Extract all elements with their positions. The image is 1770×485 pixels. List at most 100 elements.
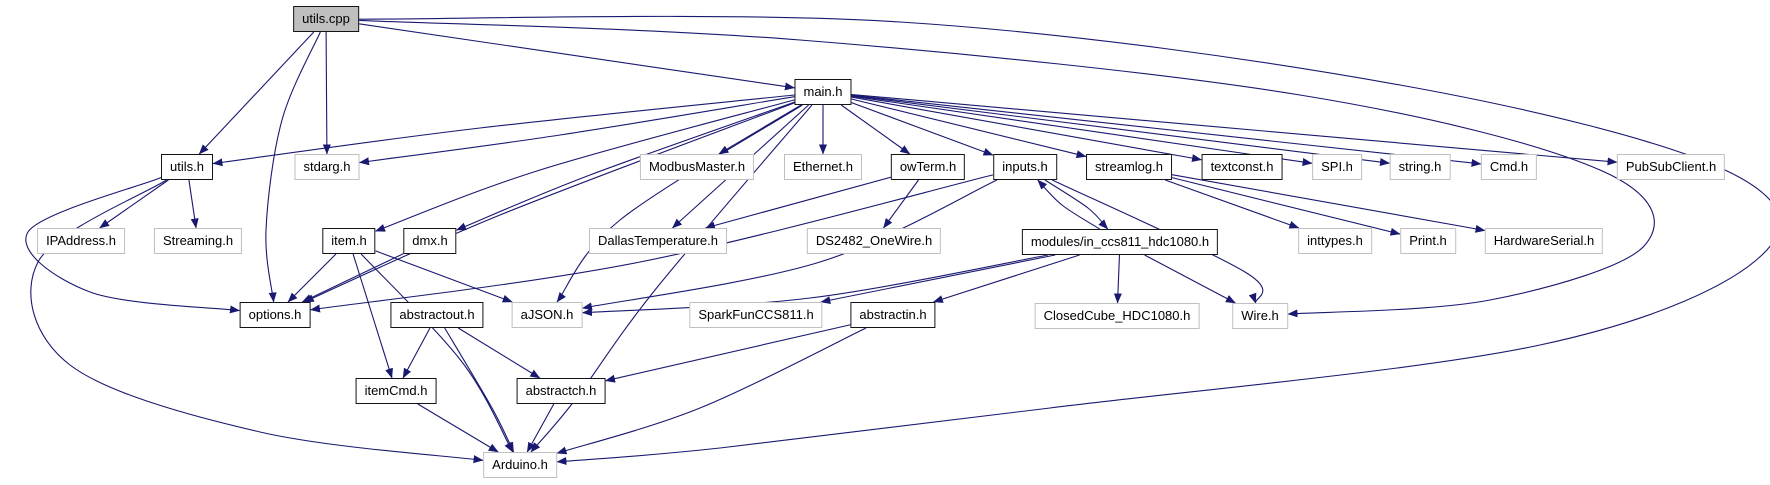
node-pubsubclient_h: PubSubClient.h	[1616, 154, 1726, 180]
node-abstractch_h[interactable]: abstractch.h	[516, 378, 606, 404]
edge-abstractin_h-to-arduino_h	[556, 327, 867, 455]
node-label: aJSON.h	[520, 307, 574, 322]
node-label: textconst.h	[1210, 159, 1274, 174]
edge-abstractout_h-to-arduino_h	[444, 327, 515, 453]
edge-utils_h-to-streaming_h	[188, 179, 199, 229]
node-label: utils.h	[170, 159, 204, 174]
node-ipaddress_h: IPAddress.h	[37, 228, 125, 254]
edge-main_h-to-spi_h	[851, 95, 1313, 166]
node-label: owTerm.h	[899, 159, 957, 174]
edge-main_h-to-ajson_h	[556, 104, 803, 303]
node-abstractin_h[interactable]: abstractin.h	[850, 302, 936, 328]
node-label: Streaming.h	[162, 233, 234, 248]
node-main_h[interactable]: main.h	[794, 79, 852, 105]
edge-inputs_h-to-ajson_h	[582, 179, 998, 311]
edge-main_h-to-item_h	[375, 99, 795, 232]
node-streaming_h: Streaming.h	[153, 228, 243, 254]
edge-main_h-to-streamlog_h	[851, 98, 1087, 159]
edge-main_h-to-cmd_h	[851, 94, 1482, 167]
edge-owterm_h-to-ds2482_onewire_h	[883, 179, 919, 229]
edge-utils_cpp-to-options_h	[265, 31, 321, 303]
node-stdarg_h: stdarg.h	[294, 154, 360, 180]
node-label: SparkFunCCS811.h	[698, 307, 814, 322]
node-label: Cmd.h	[1489, 159, 1529, 174]
edge-itemcmd_h-to-arduino_h	[417, 403, 499, 453]
node-label: options.h	[248, 307, 302, 322]
edge-streamlog_h-to-print_h	[1171, 177, 1401, 236]
node-label: abstractch.h	[525, 383, 597, 398]
node-label: Arduino.h	[492, 457, 548, 472]
node-label: Wire.h	[1241, 308, 1279, 323]
edge-main_h-to-utils_h	[212, 94, 795, 167]
edge-main_h-to-dmx_h	[456, 101, 795, 231]
node-label: Ethernet.h	[793, 159, 853, 174]
node-label: abstractin.h	[859, 307, 927, 322]
node-dallastemperature_h: DallasTemperature.h	[589, 228, 727, 254]
edge-streamlog_h-to-hardwareserial_h	[1171, 174, 1486, 233]
node-inputs_h[interactable]: inputs.h	[993, 154, 1057, 180]
node-string_h: string.h	[1389, 154, 1451, 180]
node-cmd_h: Cmd.h	[1480, 154, 1538, 180]
node-label: item.h	[331, 233, 367, 248]
edge-inputs_h-to-modules_h	[1044, 179, 1109, 230]
node-wire_h: Wire.h	[1232, 303, 1288, 329]
node-streamlog_h[interactable]: streamlog.h	[1086, 154, 1172, 180]
node-label: HardwareSerial.h	[1493, 233, 1595, 248]
node-label: DS2482_OneWire.h	[815, 233, 933, 248]
node-label: utils.cpp	[302, 11, 350, 26]
node-dmx_h[interactable]: dmx.h	[403, 228, 457, 254]
node-ethernet_h: Ethernet.h	[784, 154, 862, 180]
edge-item_h-to-ajson_h	[375, 250, 513, 303]
edge-main_h-to-modbusmaster_h	[718, 104, 802, 155]
edge-abstractout_h-to-abstractch_h	[457, 327, 541, 379]
node-hardwareserial_h: HardwareSerial.h	[1484, 228, 1604, 254]
edge-modules_h-to-sparkfunccs811_h	[820, 254, 1056, 305]
edge-owterm_h-to-dallastemperature_h	[704, 176, 892, 230]
node-label: modules/in_ccs811_hdc1080.h	[1030, 234, 1210, 249]
node-label: DallasTemperature.h	[598, 233, 718, 248]
node-textconst_h[interactable]: textconst.h	[1201, 154, 1283, 180]
node-label: string.h	[1398, 159, 1442, 174]
edge-modules_h-to-abstractin_h	[932, 254, 1080, 303]
node-utils_cpp[interactable]: utils.cpp	[293, 6, 359, 32]
node-ajson_h: aJSON.h	[511, 302, 583, 328]
edge-item_h-to-options_h	[287, 253, 337, 303]
edge-item_h-to-itemcmd_h	[352, 253, 393, 379]
node-label: SPI.h	[1321, 159, 1353, 174]
node-options_h[interactable]: options.h	[239, 302, 311, 328]
edge-abstractout_h-to-itemcmd_h	[402, 327, 431, 379]
node-label: streamlog.h	[1095, 159, 1163, 174]
node-modules_h[interactable]: modules/in_ccs811_hdc1080.h	[1021, 229, 1219, 255]
node-item_h[interactable]: item.h	[322, 228, 376, 254]
edge-utils_h-to-options_h	[25, 177, 240, 314]
edge-main_h-to-pubsubclient_h	[851, 93, 1618, 166]
node-label: inttypes.h	[1307, 233, 1363, 248]
node-ds2482_onewire_h: DS2482_OneWire.h	[806, 228, 942, 254]
edge-utils_cpp-to-wire_h	[358, 19, 1655, 318]
node-label: stdarg.h	[303, 159, 351, 174]
edge-inputs_h-to-options_h	[310, 174, 994, 313]
edge-streamlog_h-to-inttypes_h	[1165, 179, 1300, 229]
node-itemcmd_h[interactable]: itemCmd.h	[355, 378, 437, 404]
edge-inputs_h-to-wire_h	[1052, 179, 1264, 304]
node-label: PubSubClient.h	[1625, 159, 1717, 174]
node-arduino_h: Arduino.h	[483, 452, 557, 478]
node-label: dmx.h	[412, 233, 448, 248]
node-label: itemCmd.h	[364, 383, 428, 398]
node-owterm_h[interactable]: owTerm.h	[890, 154, 966, 180]
edge-main_h-to-owterm_h	[840, 104, 911, 155]
node-abstractout_h[interactable]: abstractout.h	[390, 302, 484, 328]
node-utils_h[interactable]: utils.h	[161, 154, 213, 180]
edge-utils_cpp-to-main_h	[358, 23, 795, 91]
node-label: main.h	[803, 84, 843, 99]
node-label: Print.h	[1409, 233, 1447, 248]
node-spi_h: SPI.h	[1312, 154, 1362, 180]
node-label: IPAddress.h	[46, 233, 116, 248]
edge-item_h-to-arduino_h	[360, 253, 514, 453]
node-modbusmaster_h: ModbusMaster.h	[639, 154, 755, 180]
edge-modules_h-to-wire_h	[1144, 254, 1236, 304]
edge-abstractch_h-to-arduino_h	[526, 403, 555, 453]
edge-utils_cpp-to-utils_h	[198, 31, 315, 155]
